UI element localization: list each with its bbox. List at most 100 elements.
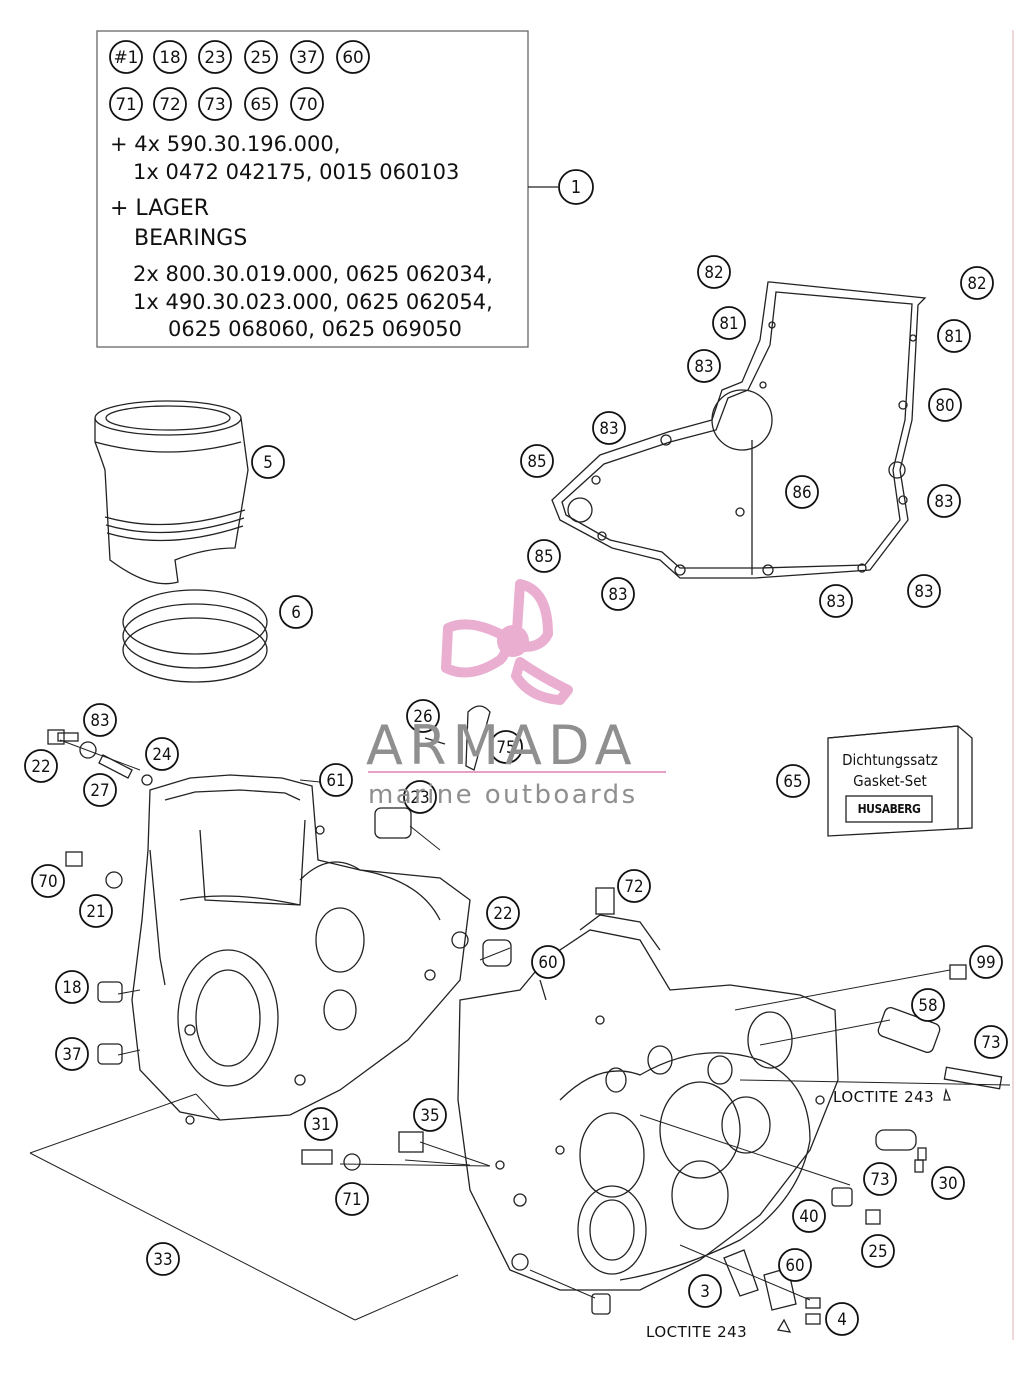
callout-81: 81: [937, 319, 971, 353]
svg-text:31: 31: [311, 1114, 330, 1134]
svg-text:1: 1: [571, 177, 581, 198]
callout-80: 80: [928, 388, 962, 422]
callout-75: 75: [489, 730, 523, 764]
callout-72: 72: [617, 869, 651, 903]
callout-4: 4: [825, 1302, 859, 1336]
svg-text:83: 83: [914, 581, 933, 601]
gasket-set-label-de: Dichtungssatz: [842, 751, 938, 769]
loctite-label-lower: LOCTITE 243: [646, 1323, 748, 1341]
callout-71: 71: [335, 1182, 369, 1216]
svg-text:58: 58: [918, 995, 937, 1015]
loctite-label-upper: LOCTITE 243: [833, 1088, 935, 1106]
callout-21: 21: [79, 894, 113, 928]
callout-24: 24: [145, 737, 179, 771]
svg-text:83: 83: [599, 418, 618, 438]
svg-text:60: 60: [785, 1255, 804, 1275]
svg-text:75: 75: [496, 737, 515, 757]
callout-35: 35: [413, 1098, 447, 1132]
svg-text:18: 18: [62, 977, 81, 997]
svg-text:60: 60: [538, 952, 557, 972]
fasteners: [47, 705, 1003, 1333]
kit-note-line2: 1x 0472 042175, 0015 060103: [133, 160, 460, 184]
kit-box: [96, 30, 529, 348]
callout-81: 81: [712, 306, 746, 340]
kit-note-line7: 0625 068060, 0625 069050: [168, 317, 462, 341]
kit-badge-60: 60: [336, 40, 370, 74]
kit-badge-num-1: #1: [109, 40, 143, 74]
svg-text:22: 22: [31, 756, 50, 776]
svg-text:22: 22: [493, 903, 512, 923]
kit-note-line4: BEARINGS: [134, 226, 248, 251]
svg-text:70: 70: [296, 94, 317, 114]
svg-text:72: 72: [159, 94, 180, 114]
callout-82: 82: [960, 266, 994, 300]
callout-73: 73: [974, 1025, 1008, 1059]
callout-83: 83: [819, 584, 853, 618]
callout-22: 22: [24, 749, 58, 783]
svg-text:21: 21: [86, 901, 105, 921]
svg-text:73: 73: [981, 1032, 1000, 1052]
callout-40: 40: [792, 1199, 826, 1233]
callout-60: 60: [531, 945, 565, 979]
svg-text:37: 37: [296, 47, 317, 67]
callout-86: 86: [785, 475, 819, 509]
kit-badge-18: 18: [153, 40, 187, 74]
callout-83: 83: [687, 349, 721, 383]
kit-note-line6: 1x 490.30.023.000, 0625 062054,: [133, 290, 493, 314]
svg-text:24: 24: [152, 744, 171, 764]
svg-text:18: 18: [159, 47, 180, 67]
piston-drawing: [94, 400, 249, 585]
watermark-logo-mark: [441, 579, 573, 705]
callout-31: 31: [304, 1107, 338, 1141]
svg-text:83: 83: [826, 591, 845, 611]
gasket-set-brand: HUSABERG: [857, 802, 921, 816]
svg-text:23: 23: [204, 47, 225, 67]
svg-text:30: 30: [938, 1173, 957, 1193]
svg-text:81: 81: [944, 326, 963, 346]
callout-83: 83: [927, 484, 961, 518]
svg-text:82: 82: [704, 262, 723, 282]
callout-65: 65: [776, 764, 810, 798]
svg-text:27: 27: [90, 780, 109, 800]
svg-text:37: 37: [62, 1044, 81, 1064]
callout-85: 85: [527, 539, 561, 573]
kit-badge-65: 65: [244, 87, 278, 121]
svg-text:3: 3: [700, 1281, 710, 1301]
callout-82: 82: [697, 255, 731, 289]
kit-note-line1: + 4x 590.30.196.000,: [110, 132, 341, 156]
svg-text:25: 25: [250, 47, 271, 67]
svg-text:81: 81: [719, 313, 738, 333]
gasket-set-label-en: Gasket-Set: [853, 772, 927, 790]
callout-73: 73: [863, 1162, 897, 1196]
callout-18: 18: [55, 970, 89, 1004]
svg-text:86: 86: [792, 482, 811, 502]
kit-badge-72: 72: [153, 87, 187, 121]
kit-badge-37: 37: [290, 40, 324, 74]
callout-83: 83: [907, 574, 941, 608]
kit-badge-73: 73: [198, 87, 232, 121]
kit-badge-71: 71: [109, 87, 143, 121]
kit-badge-row: #1 18 23 25 37 60 71 72 73 65 70: [109, 40, 370, 121]
callout-85: 85: [520, 444, 554, 478]
svg-text:65: 65: [250, 94, 271, 114]
watermark-name: ARMADA: [366, 714, 638, 777]
svg-text:35: 35: [420, 1105, 439, 1125]
svg-text:82: 82: [967, 273, 986, 293]
callout-3: 3: [688, 1274, 722, 1308]
svg-text:61: 61: [326, 770, 345, 790]
crankcase-left-half: [131, 774, 471, 1125]
callout-22: 22: [486, 896, 520, 930]
svg-text:73: 73: [204, 94, 225, 114]
kit-badge-70: 70: [290, 87, 324, 121]
svg-text:60: 60: [342, 47, 363, 67]
svg-text:70: 70: [38, 871, 57, 891]
callout-83: 83: [601, 577, 635, 611]
callout-30: 30: [931, 1166, 965, 1200]
callout-37: 37: [55, 1037, 89, 1071]
callout-83: 83: [83, 703, 117, 737]
callout-kit-ref: 1: [558, 169, 594, 205]
svg-text:85: 85: [534, 546, 553, 566]
svg-text:65: 65: [783, 771, 802, 791]
crankcase-right-half: [457, 914, 839, 1291]
